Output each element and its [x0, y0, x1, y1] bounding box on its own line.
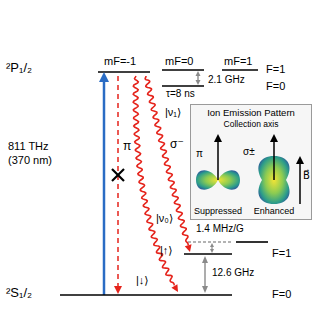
arrow-head [202, 286, 208, 293]
polarization-label: π [123, 140, 131, 154]
excitation-arrow [103, 80, 106, 295]
splitting-value: 12.6 GHz [212, 267, 254, 279]
wavelength-label: (370 nm) [8, 154, 52, 167]
field-label: B⃗ [303, 170, 310, 182]
zeeman-shift-label: 1.4 MHz/G [196, 223, 244, 235]
photon-state-label: |ν₁⟩ [165, 106, 181, 119]
arrow-head [210, 243, 214, 247]
level-line [236, 241, 268, 243]
inset-ground [190, 104, 312, 220]
qubit-state-label: |↓⟩ [136, 274, 149, 287]
polarization-label: π [196, 148, 203, 160]
hyperfine-label: F=1 [272, 247, 291, 260]
arrow-head [185, 244, 192, 252]
collection-axis-arrow [273, 141, 275, 180]
arrow-head [171, 284, 178, 292]
level-line [60, 294, 232, 296]
arrow-head [296, 156, 304, 164]
arrow-head [99, 72, 109, 82]
photon-state-label: |ν₀⟩ [156, 212, 173, 225]
field-arrow [299, 163, 301, 204]
arrow-head [114, 286, 122, 294]
pattern-caption: Enhanced [254, 206, 295, 216]
arrow-head [196, 71, 201, 76]
qubit-state-label: |↑⟩ [160, 244, 173, 257]
arrow-head [202, 256, 208, 263]
zeeman-reference-line [188, 241, 232, 242]
axis-label: Collection axis [224, 120, 279, 130]
level-line [162, 85, 204, 87]
decay-wave [145, 76, 188, 245]
hyperfine-label: F=1 [266, 63, 285, 76]
cross-mark [112, 169, 124, 181]
pi-decay-dashed [117, 76, 119, 286]
splitting-value: 2.1 GHz [208, 74, 245, 86]
sublevel-label: mF=0 [165, 55, 193, 68]
arrow-head [196, 80, 201, 85]
arrow-head [270, 134, 278, 142]
level-line [184, 253, 232, 255]
arrow-head [214, 134, 222, 142]
sublevel-label: mF=1 [224, 55, 252, 68]
inset-title: Ion Emission Pattern [191, 105, 311, 118]
hyperfine-label: F=0 [266, 80, 285, 93]
lifetime-label: τ=8 ns [166, 88, 195, 100]
level-line [222, 69, 258, 71]
sublevel-label: mF=-1 [104, 55, 136, 68]
hyperfine-label: F=0 [272, 288, 291, 301]
cross-mark [112, 169, 124, 181]
polarization-label: σ⁻ [170, 138, 184, 152]
pattern-caption: Suppressed [194, 206, 242, 216]
frequency-label: 811 THz [8, 140, 49, 153]
splitting-arrow [204, 261, 205, 288]
decay-waves [133, 76, 191, 292]
collection-axis-arrow [217, 141, 219, 180]
level-line [98, 71, 150, 73]
level-line [162, 69, 204, 71]
level-term: ²S₁/₂ [6, 286, 32, 301]
arrow-head [210, 249, 214, 253]
polarization-label: σ± [243, 146, 255, 158]
level-term: ²P₁/₂ [6, 61, 32, 76]
